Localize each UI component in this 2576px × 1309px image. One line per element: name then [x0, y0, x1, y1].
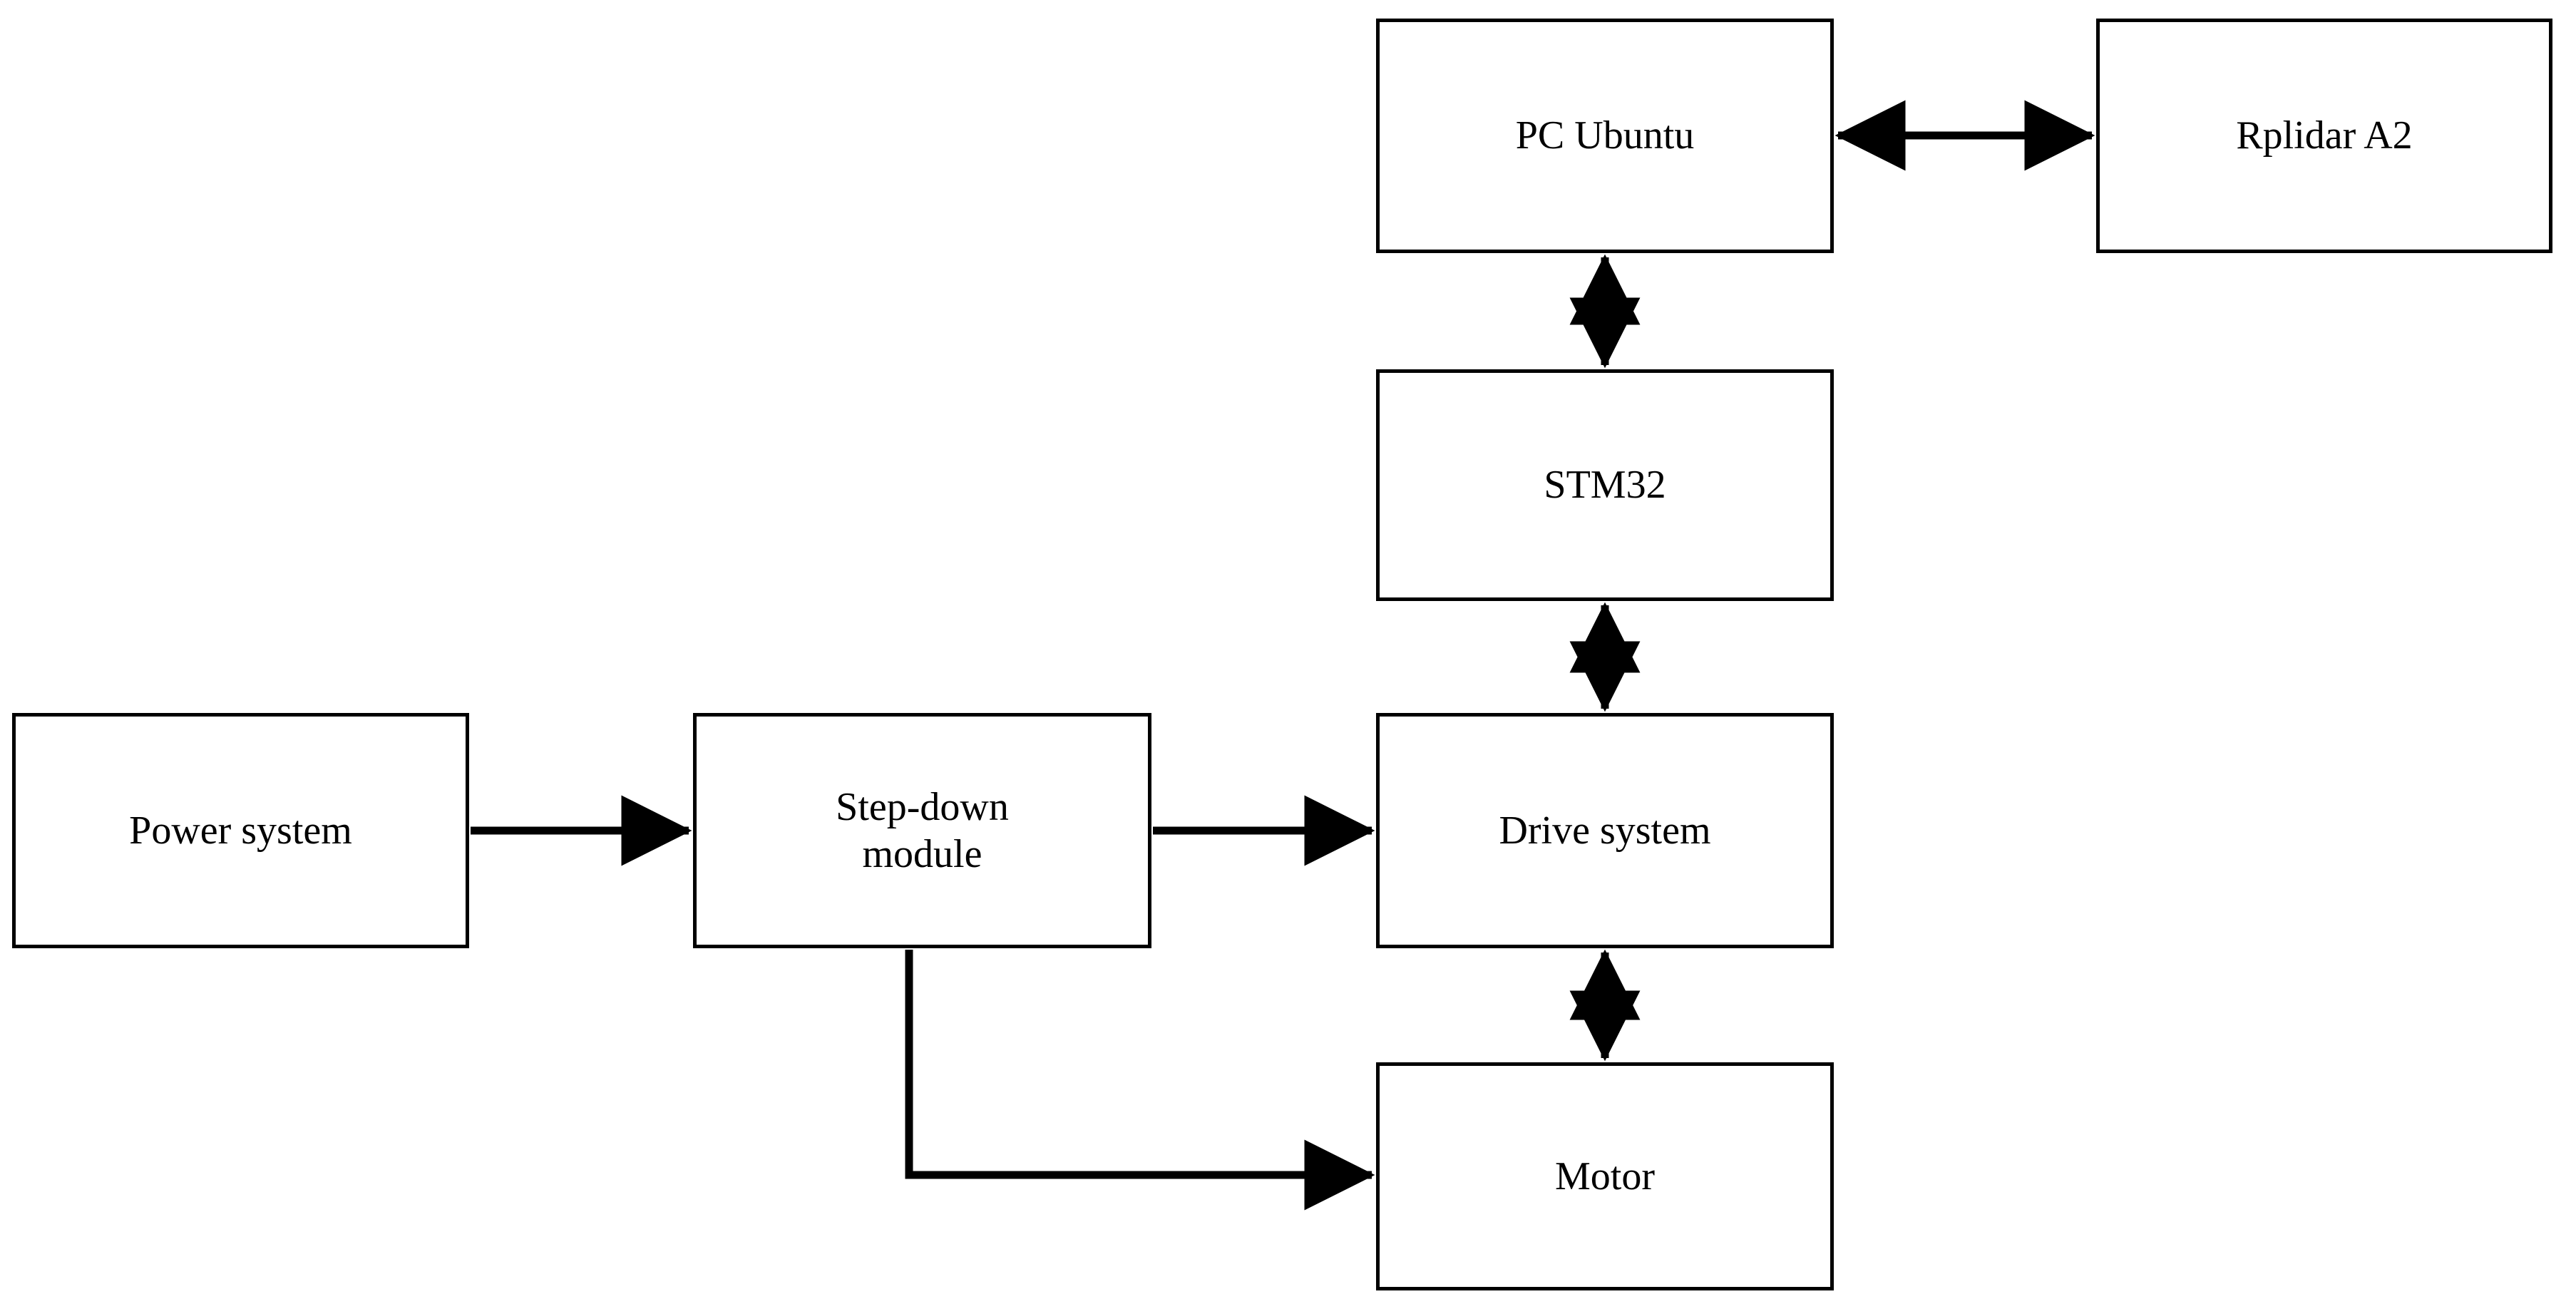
node-step-down-module[interactable]: Step-down module: [693, 713, 1151, 948]
node-rplidar-a2[interactable]: Rplidar A2: [2096, 19, 2552, 253]
node-label-step-down-module: Step-down module: [836, 784, 1009, 876]
node-label-stm32: STM32: [1544, 463, 1666, 508]
node-motor[interactable]: Motor: [1376, 1062, 1834, 1290]
node-label-rplidar-a2: Rplidar A2: [2236, 113, 2413, 158]
node-drive-system[interactable]: Drive system: [1376, 713, 1834, 948]
node-label-power-system: Power system: [129, 808, 352, 853]
node-stm32[interactable]: STM32: [1376, 369, 1834, 601]
node-power-system[interactable]: Power system: [12, 713, 469, 948]
node-label-drive-system: Drive system: [1499, 808, 1711, 853]
node-pc-ubuntu[interactable]: PC Ubuntu: [1376, 19, 1834, 253]
node-label-pc-ubuntu: PC Ubuntu: [1515, 113, 1695, 158]
node-label-motor: Motor: [1555, 1154, 1655, 1198]
connector-step-down-module-to-motor: [905, 950, 1375, 1211]
